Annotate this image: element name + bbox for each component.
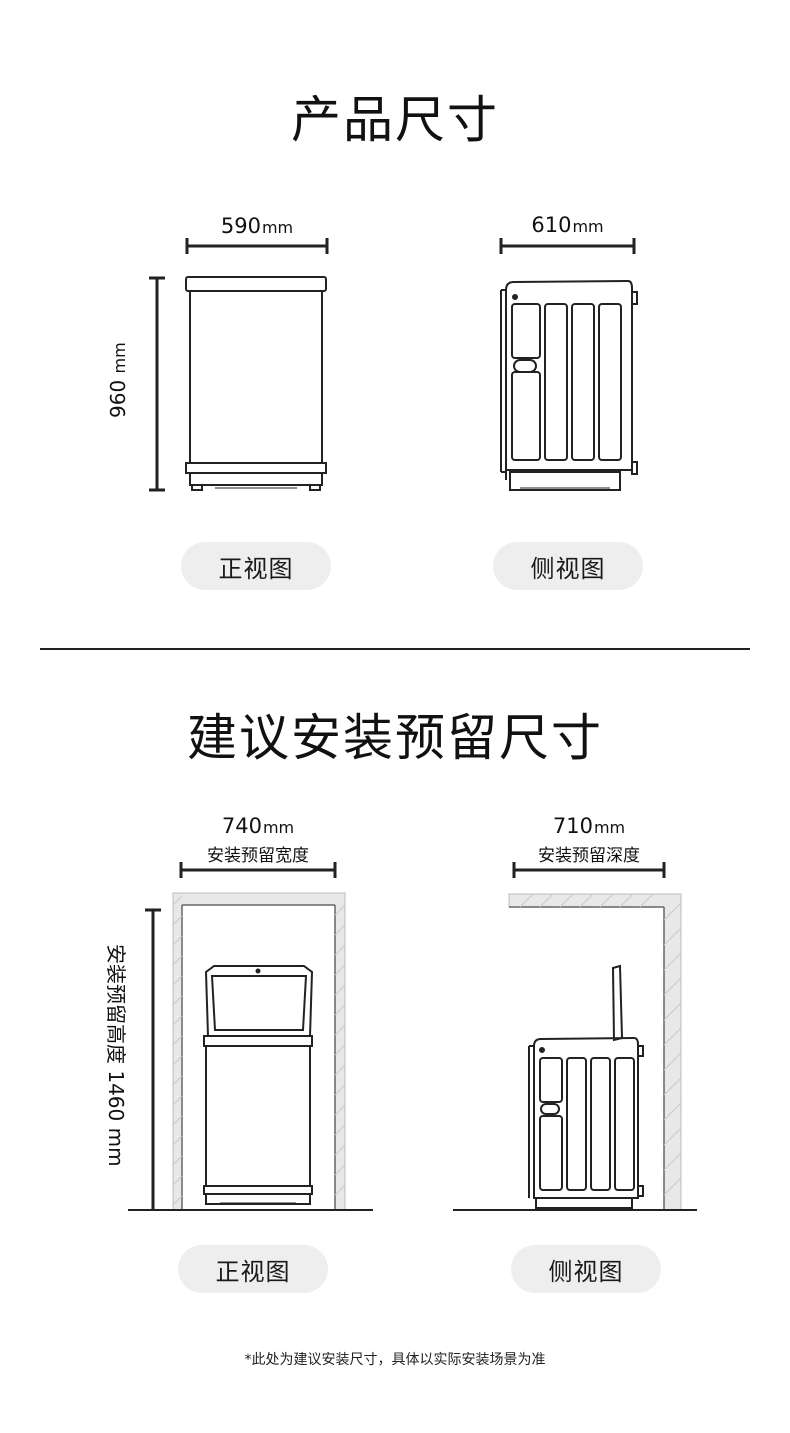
install-depth-caption: 安装预留深度 [538,846,640,866]
install-clearance-title: 建议安装预留尺寸 [187,709,603,767]
side-depth-dimension-line [499,238,636,254]
front-width-label: 590mm [187,214,327,238]
side-washer-open-drawing [528,964,644,1209]
section-divider [40,648,750,650]
front-height-unit: mm [110,342,129,374]
install-depth-value: 710 [552,814,593,838]
front-height-dimension-line [149,276,165,492]
side-depth-value: 610 [531,213,572,237]
side-washer-drawing [500,279,638,491]
product-dimensions-title: 产品尺寸 [291,91,499,149]
install-front-view-label: 正视图 [178,1245,328,1293]
front-view-label: 正视图 [181,542,331,590]
install-width-unit: mm [262,818,295,837]
install-depth-dimension-line [512,862,666,878]
side-view-label: 侧视图 [493,542,643,590]
install-height-dimension-line [145,908,161,1210]
front-washer-drawing [185,276,327,491]
front-height-value: 960 [106,379,130,418]
side-depth-unit: mm [572,217,604,236]
front-width-unit: mm [261,218,294,237]
install-width-label: 740mm [181,814,335,838]
front-niche-walls [172,892,346,1211]
footnote: *此处为建议安装尺寸，具体以实际安装场景为准 [244,1352,546,1368]
wall-hatching [172,893,682,1206]
front-width-value: 590 [220,214,261,238]
install-depth-unit: mm [593,818,626,837]
install-width-caption: 安装预留宽度 [207,846,309,866]
install-height-label: 安装预留高度 1460 mm [104,944,128,1167]
front-width-dimension-line [185,238,329,254]
install-width-value: 740 [221,814,262,838]
front-height-label: 960 mm [106,342,130,418]
front-washer-open-drawing [203,965,314,1205]
install-side-view-label: 侧视图 [511,1245,661,1293]
install-width-dimension-line [179,862,337,878]
side-depth-label: 610mm [501,213,634,237]
install-depth-label: 710mm [514,814,664,838]
